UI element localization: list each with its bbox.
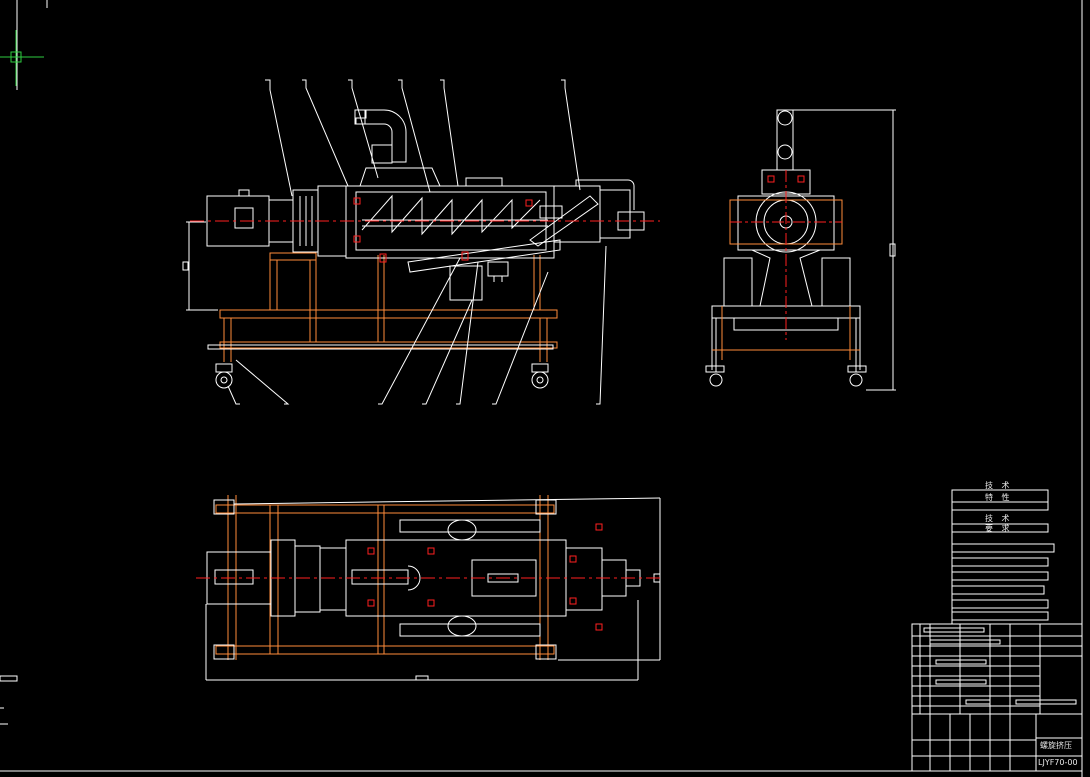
title-block[interactable] <box>911 623 1083 772</box>
front-frame <box>219 252 558 362</box>
tech-heading-1: 技 术 <box>985 481 1013 490</box>
leader-lines <box>227 79 607 405</box>
tech-notes-block <box>951 489 1055 624</box>
screw-flights <box>361 194 548 236</box>
tech-heading-3: 技 术 <box>985 514 1013 523</box>
side-view[interactable] <box>705 109 896 391</box>
tech-heading-2: 特 性 <box>985 493 1013 502</box>
drawing-code-label: LJYF70-00 <box>1038 758 1078 767</box>
front-view[interactable] <box>182 79 660 405</box>
crosshair-cursor-icon <box>0 30 44 86</box>
tech-heading-4: 要 求 <box>985 524 1013 533</box>
drawing-name-label: 螺旋挤压 <box>1040 741 1072 750</box>
top-view[interactable] <box>196 495 661 681</box>
